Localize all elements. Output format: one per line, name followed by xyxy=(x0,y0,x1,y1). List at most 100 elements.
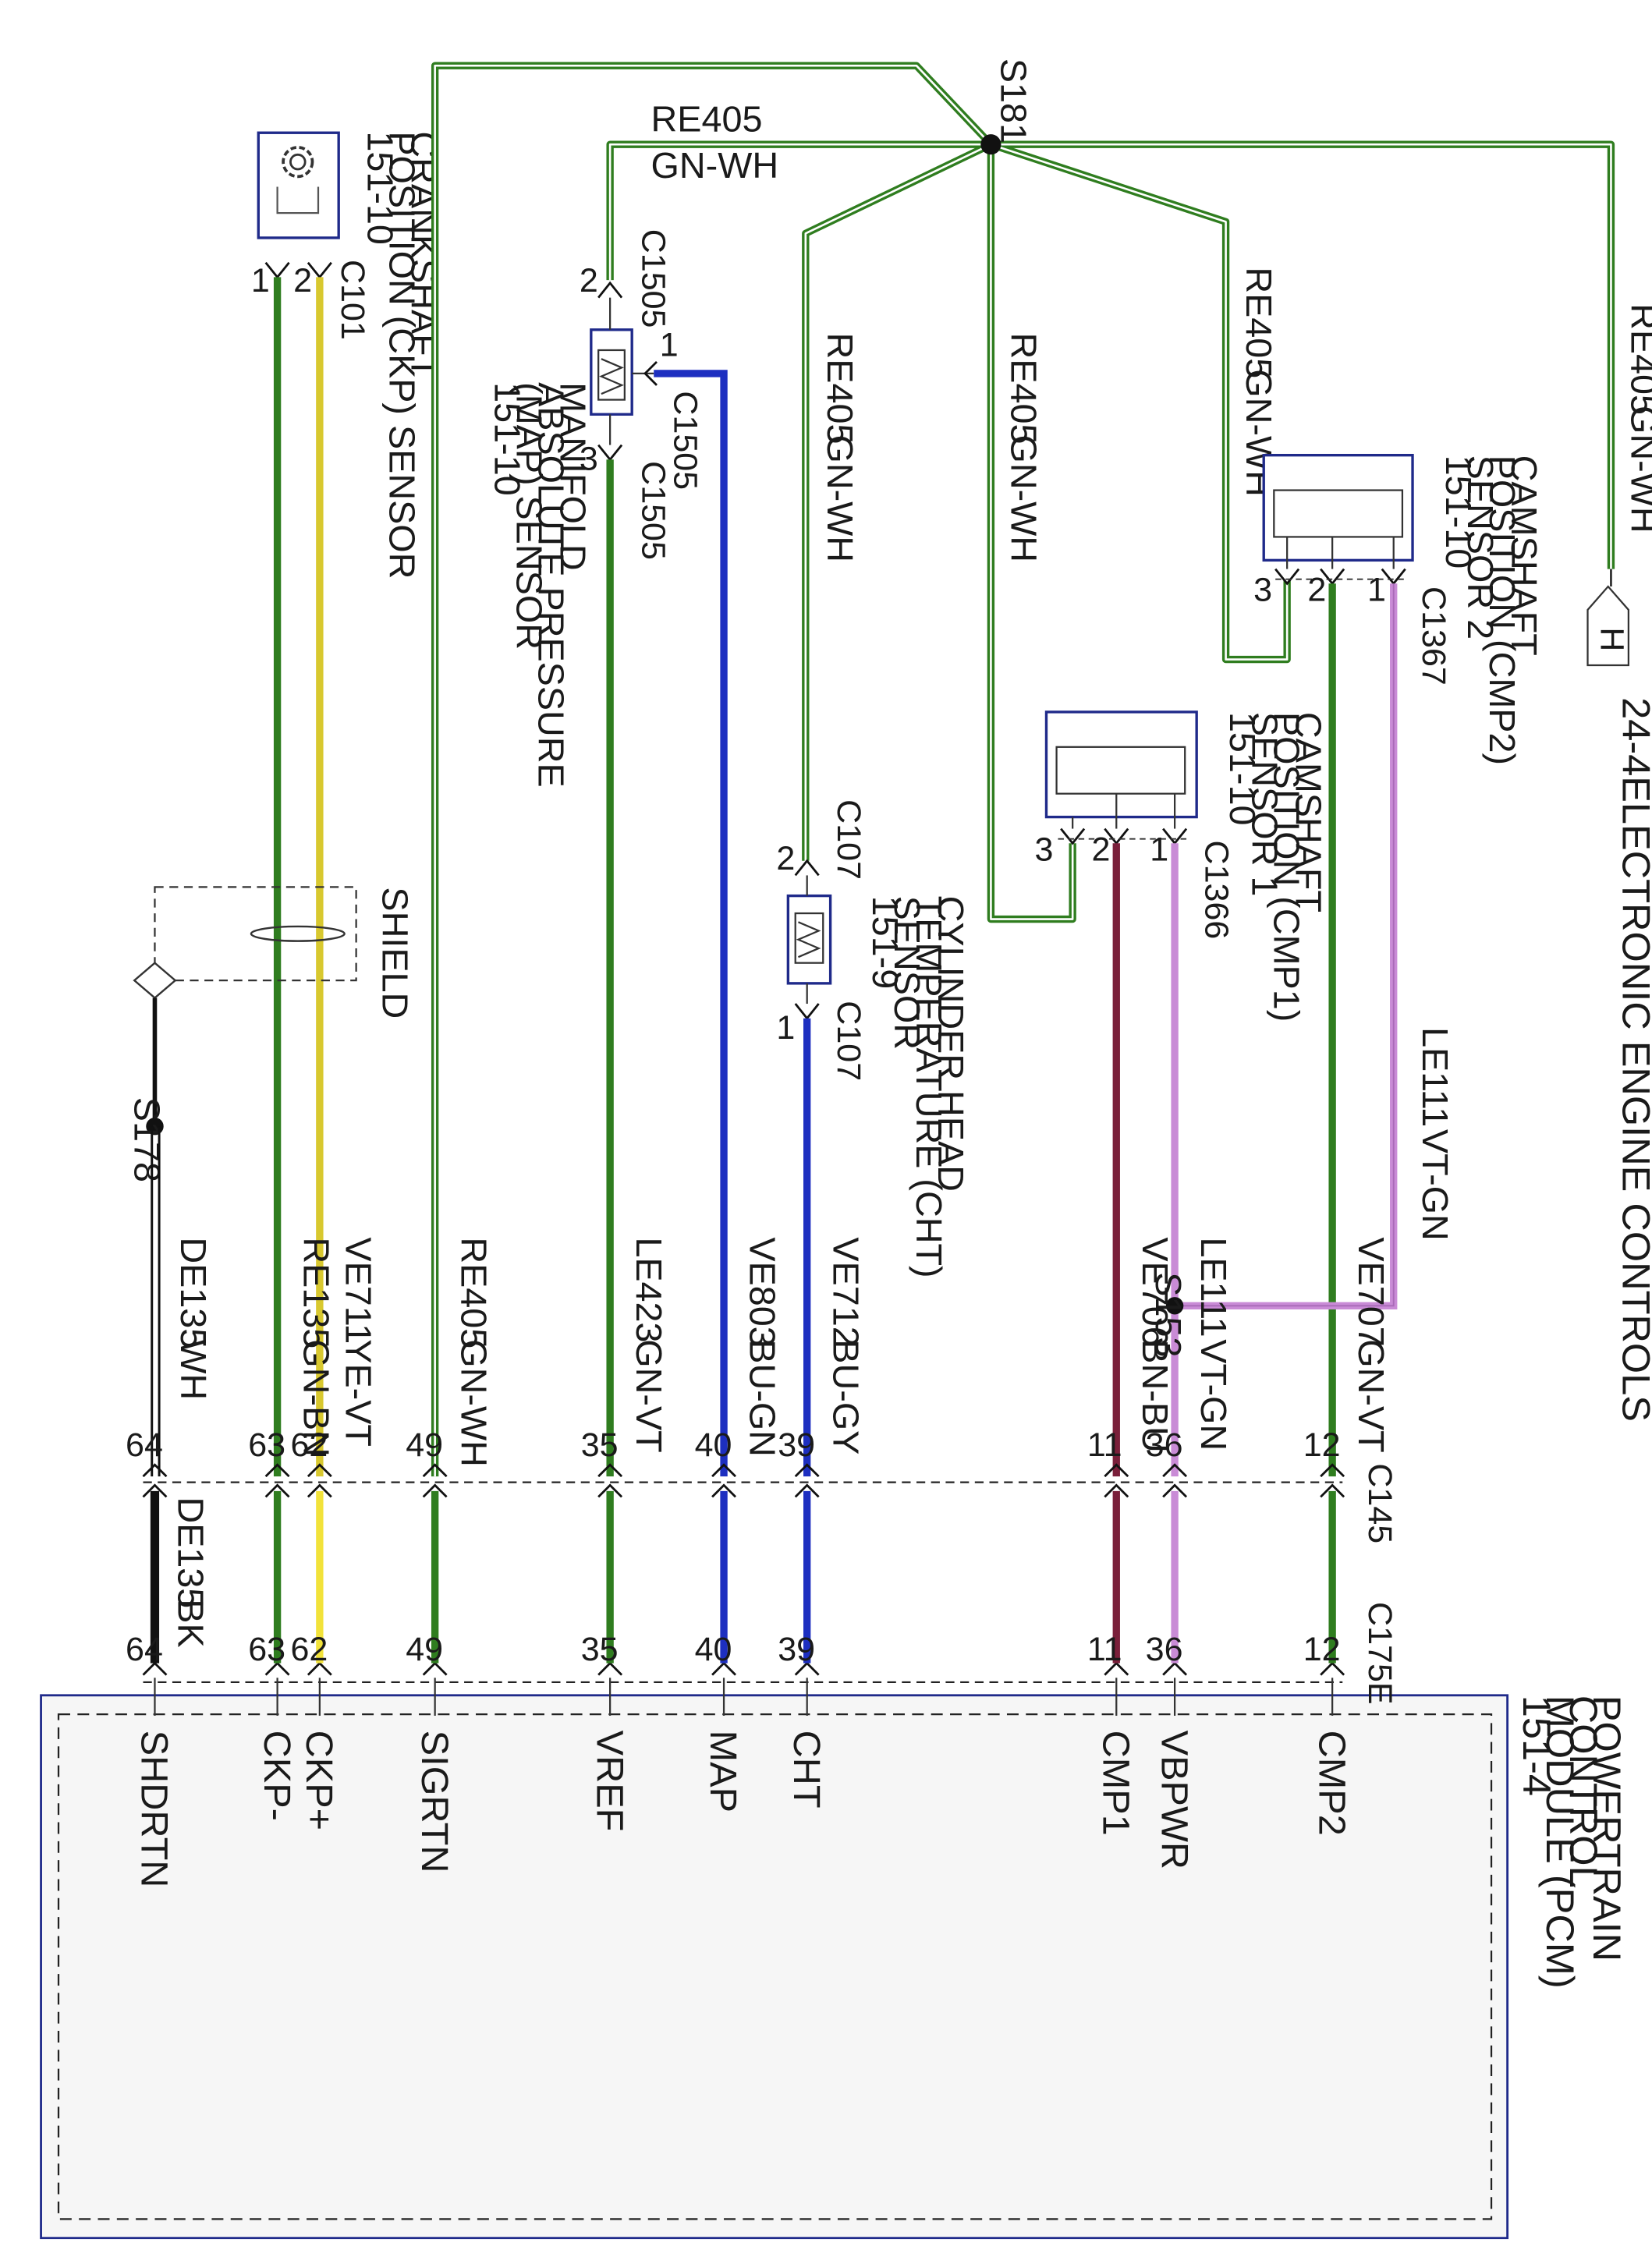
splice-s181-label: S181 xyxy=(993,58,1033,143)
wire-color-label: WH xyxy=(173,1339,214,1400)
cht-pin-1: 1 xyxy=(776,1009,795,1047)
feed-h-color: GN-WH xyxy=(1624,406,1652,533)
de135-bk-color: BK xyxy=(170,1599,211,1647)
wire-circuit-label: LE111 xyxy=(1193,1237,1234,1337)
cht-pin-2: 2 xyxy=(776,840,795,877)
cmp2-connector-label: C1367 xyxy=(1415,586,1452,686)
ckp-pin-1: 1 xyxy=(251,262,270,299)
pin-number-c175e: 35 xyxy=(581,1631,619,1668)
cht-label-4: 151-9 xyxy=(865,896,906,990)
feed-cmp1-circuit: RE405 xyxy=(1004,333,1044,445)
map-label-3: (MAP) SENSOR xyxy=(509,382,549,650)
shield-box xyxy=(154,886,357,982)
cmp1-pin-3: 3 xyxy=(1035,831,1054,869)
pin-number-c145: 39 xyxy=(778,1426,815,1464)
le111-cmp2-color: VT-GN xyxy=(1415,1129,1455,1241)
ckp-label-3: 151-10 xyxy=(360,131,401,245)
cmp2-label-1: CAMSHAFT xyxy=(1504,455,1544,656)
wire-circuit-label: DE135 xyxy=(173,1237,214,1348)
cmp1-label-4: 151-10 xyxy=(1222,712,1263,826)
pcm-signal-label: SHDRTN xyxy=(133,1731,175,1888)
wire-color-label: BN-BU xyxy=(1135,1339,1175,1452)
pcm-label-1: POWERTRAIN xyxy=(1585,1695,1629,1961)
cmp2-pin-2: 2 xyxy=(1307,572,1326,609)
pcm-signal-label: VBPWR xyxy=(1153,1731,1195,1869)
pin-number-c145: 63 xyxy=(248,1426,285,1464)
pin-number-c175e: 64 xyxy=(126,1631,163,1668)
ckp-sensor-box xyxy=(257,131,340,239)
ckp-pin-2: 2 xyxy=(293,262,312,299)
pin-number-c175e: 49 xyxy=(406,1631,443,1668)
wire-circuit-label: LE423 xyxy=(629,1237,669,1342)
pin-number-c145: 64 xyxy=(126,1426,163,1464)
splice-s153-label: S153 xyxy=(1148,1272,1189,1357)
pcm-signal-label: MAP xyxy=(702,1731,744,1812)
wire-circuit-label: VE707 xyxy=(1351,1237,1391,1346)
wire-circuit-label: VE712 xyxy=(825,1237,866,1346)
cht-connector-top: C107 xyxy=(830,799,867,880)
cmp1-label-1: CAMSHAFT xyxy=(1288,712,1328,912)
pcm-signal-label: CMP1 xyxy=(1094,1731,1136,1836)
feed-top-circuit: RE405 xyxy=(651,98,763,139)
cmp1-pin-1: 1 xyxy=(1150,831,1168,869)
wire-color-label: GN-VT xyxy=(1351,1339,1391,1452)
de135-bk-circuit: DE135 xyxy=(170,1497,211,1608)
feed-h-circuit: RE405 xyxy=(1624,303,1652,415)
page-title: ELECTRONIC ENGINE CONTROLS xyxy=(1614,776,1652,1422)
wire-color-label: BU-GN xyxy=(743,1339,783,1457)
pin-number-c175e: 40 xyxy=(695,1631,732,1668)
ckp-label-2: POSITION (CKP) SENSOR xyxy=(382,131,423,579)
splice-s181 xyxy=(980,134,1001,155)
pcm-outline xyxy=(40,1694,1509,2240)
map-pin-1: 1 xyxy=(660,326,679,363)
wire-circuit-label: VE711 xyxy=(339,1237,379,1344)
pcm-label-3: MODULE (PCM) xyxy=(1538,1695,1583,1989)
feed-cmp1-color: GN-WH xyxy=(1004,434,1044,562)
pin-number-c145: 12 xyxy=(1303,1426,1341,1464)
feed-cht-circuit: RE405 xyxy=(820,333,860,445)
pin-number-c145: 49 xyxy=(406,1426,443,1464)
map-pin-3: 3 xyxy=(580,440,598,477)
gear-icon xyxy=(276,146,320,214)
pcm-inner-dashed xyxy=(57,1713,1493,2220)
map-pin-2: 2 xyxy=(580,262,598,299)
wire-color-label: GN-VT xyxy=(629,1339,669,1452)
pcm-signal-label: VREF xyxy=(588,1731,630,1832)
wire-circuit-label: VE706 xyxy=(1135,1237,1175,1346)
cht-label-3: SENSOR xyxy=(887,896,927,1050)
map-label-4: 151-10 xyxy=(487,382,527,496)
pin-number-c145: 35 xyxy=(581,1426,619,1464)
wire-color-label: GN-WH xyxy=(453,1339,494,1467)
feed-cmp2-circuit: RE405 xyxy=(1239,267,1279,378)
pin-number-c145: 11 xyxy=(1087,1426,1122,1464)
cmp2-label-3: SENSOR 2 xyxy=(1460,455,1501,640)
map-connector-bottom: C1505 xyxy=(634,461,672,560)
cmp2-sensor-box xyxy=(1262,453,1414,562)
cmp2-pin-3: 3 xyxy=(1253,572,1272,609)
wire-color-label: GN-BN xyxy=(296,1339,336,1457)
pcm-signal-label: SIGRTN xyxy=(413,1731,456,1873)
lower-wire-group: DE135WH6464SHDRTNRE135GN-BN6363CKP-VE711… xyxy=(126,1237,1391,1887)
cmp2-label-4: 151-10 xyxy=(1438,455,1479,569)
pcm-signal-label: CKP+ xyxy=(298,1731,340,1830)
pin-number-c175e: 62 xyxy=(290,1631,328,1668)
pin-number-c175e: 39 xyxy=(778,1631,815,1668)
pin-number-c145: 62 xyxy=(290,1426,328,1464)
shield-label: SHIELD xyxy=(374,887,415,1019)
cmp1-label-3: SENSOR 1 xyxy=(1244,712,1285,896)
pcm-signal-label: CKP- xyxy=(256,1731,298,1821)
wire-color-label: VT-GN xyxy=(1193,1339,1234,1451)
pin-number-c175e: 12 xyxy=(1303,1631,1341,1668)
ckp-connector-label: C101 xyxy=(334,260,371,340)
page-ref: 24-4 xyxy=(1614,697,1652,776)
h-connector-flag xyxy=(1586,585,1630,667)
cmp1-pin-2: 2 xyxy=(1091,831,1110,869)
map-label-2: ABSOLUTE PRESSURE xyxy=(530,382,571,788)
cmp1-connector-label: C1366 xyxy=(1197,841,1235,940)
pcm-signal-label: CHT xyxy=(785,1731,828,1809)
c145-label: C145 xyxy=(1361,1463,1399,1543)
cmp2-label-2: POSITION (CMP2) xyxy=(1482,455,1523,765)
pin-number-c145: 40 xyxy=(695,1426,732,1464)
